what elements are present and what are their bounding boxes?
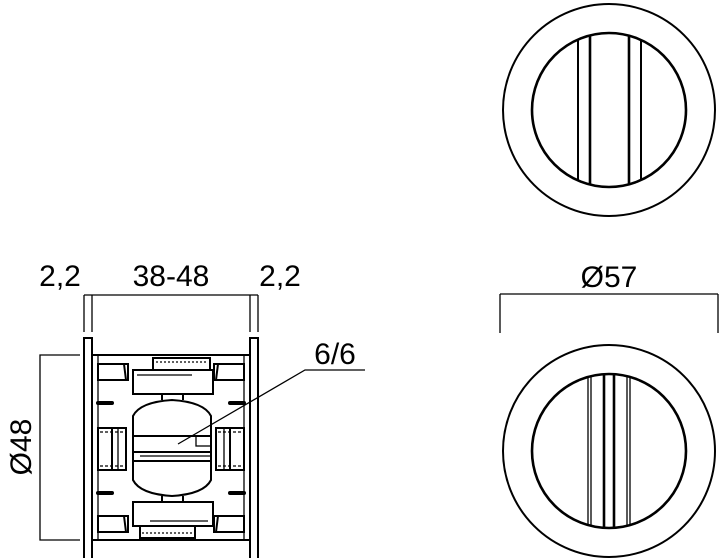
dim-label-door-thickness: 38-48	[133, 260, 210, 293]
inner-rosette-ring	[530, 31, 688, 189]
side-view: 2,2 38-48 2,2 Ø48	[5, 260, 365, 558]
left-rosette-plate	[83, 337, 93, 558]
dimension-thickness-chain: 2,2 38-48 2,2	[39, 260, 301, 332]
thumb-turn-bar	[577, 33, 642, 187]
upper-mechanism	[97, 357, 245, 400]
spindle-callout: 6/6	[177, 338, 365, 445]
dim-label-left-plate: 2,2	[39, 260, 81, 293]
dimension-outer-diameter: Ø57	[499, 261, 719, 333]
lower-mechanism	[97, 496, 245, 539]
release-slot-bar	[587, 374, 631, 528]
dim-label-body-diameter: Ø48	[5, 419, 38, 476]
right-rosette-plate	[249, 337, 259, 558]
side-clips	[96, 401, 246, 495]
right-bearing	[215, 427, 245, 471]
inner-rosette-ring	[530, 372, 688, 530]
spindle-label: 6/6	[314, 338, 356, 371]
dim-label-right-plate: 2,2	[259, 260, 301, 293]
central-barrel	[132, 398, 212, 498]
front-view-bottom: Ø57	[499, 261, 719, 558]
outer-rosette-ring	[502, 344, 716, 558]
dim-label-outer-diameter: Ø57	[581, 261, 638, 294]
left-bearing	[97, 427, 127, 471]
outer-rosette-ring	[502, 3, 716, 217]
dimension-body-diameter: Ø48	[5, 354, 80, 541]
front-view-top	[502, 3, 716, 217]
